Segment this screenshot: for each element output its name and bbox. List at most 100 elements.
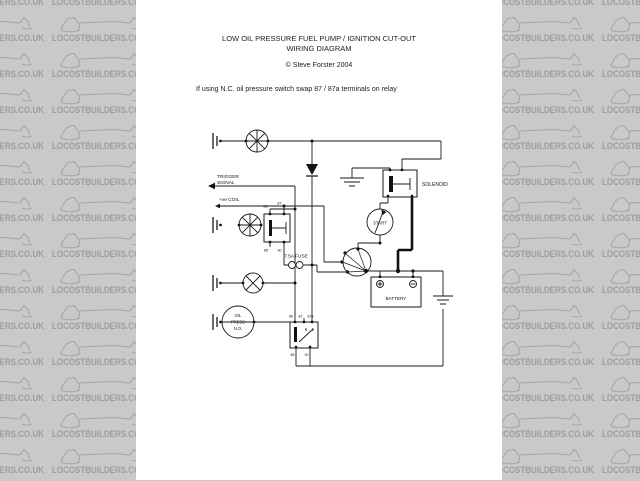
digger-icon (500, 52, 583, 69)
digger-icon (0, 232, 33, 246)
digger-icon (610, 16, 640, 33)
watermark-text: LOCOSTBUILDERS.CO.UK (492, 213, 594, 224)
watermark-tile: LOCOSTBUILDERS.CO.UK (0, 375, 52, 409)
ignition-switch (340, 247, 372, 277)
watermark-text: LOCOSTBUILDERS.CO.UK (52, 69, 154, 80)
watermark-tile: LOCOSTBUILDERS.CO.UK (0, 267, 52, 301)
trigger-label-line1: TRIGGER (217, 174, 239, 180)
solenoid-label: SOLENOID (422, 182, 448, 188)
digger-icon (0, 340, 33, 354)
watermark-tile: LOCOSTBUILDERS.CO.UK (492, 411, 602, 445)
watermark-tile: LOCOSTBUILDERS.CO.UK (602, 267, 640, 301)
coil-arrow-icon (215, 203, 220, 209)
oil-switch-label-3: N.O. (234, 326, 243, 331)
digger-icon (610, 412, 640, 429)
watermark-text: LOCOSTBUILDERS.CO.UK (602, 33, 640, 44)
digger-icon (500, 232, 583, 249)
relay1-terminal-87: 87 (277, 202, 281, 206)
digger-icon (500, 340, 583, 357)
schematic-svg: 86 87 85 30 7.5A FUSE OIL PRESS N.O. (208, 129, 453, 367)
watermark-tile: LOCOSTBUILDERS.CO.UK (0, 411, 52, 445)
digger-icon (0, 16, 33, 30)
diagram-title-line2: WIRING DIAGRAM (286, 44, 352, 53)
watermark-text: LOCOSTBUILDERS.CO.UK (0, 285, 44, 296)
oil-pressure-switch: OIL PRESS N.O. (221, 305, 255, 339)
watermark-text: LOCOSTBUILDERS.CO.UK (52, 357, 154, 368)
battery-cable (396, 197, 414, 271)
solenoid: SOLENOID (382, 168, 448, 198)
watermark-tile: LOCOSTBUILDERS.CO.UK (492, 231, 602, 265)
watermark-text: LOCOSTBUILDERS.CO.UK (0, 393, 44, 404)
watermark-text: LOCOSTBUILDERS.CO.UK (0, 321, 44, 332)
wiring-diagram-image: LOW OIL PRESSURE FUEL PUMP / IGNITION CU… (136, 0, 502, 480)
watermark-text: LOCOSTBUILDERS.CO.UK (492, 177, 594, 188)
watermark-text: LOCOSTBUILDERS.CO.UK (52, 393, 154, 404)
watermark-tile: LOCOSTBUILDERS.CO.UK (602, 51, 640, 85)
digger-icon (500, 412, 583, 429)
watermark-text: LOCOSTBUILDERS.CO.UK (492, 429, 594, 440)
wires (215, 140, 444, 367)
watermark-text: LOCOSTBUILDERS.CO.UK (0, 105, 44, 116)
oil-switch-label-2: PRESS (231, 320, 245, 325)
watermark-text: LOCOSTBUILDERS.CO.UK (492, 321, 594, 332)
watermark-tile: LOCOSTBUILDERS.CO.UK (492, 375, 602, 409)
watermark-tile: LOCOSTBUILDERS.CO.UK (0, 87, 52, 121)
digger-icon (500, 16, 583, 33)
pump-motor-middle (238, 213, 262, 237)
watermark-tile: LOCOSTBUILDERS.CO.UK (0, 51, 52, 85)
watermark-tile: LOCOSTBUILDERS.CO.UK (602, 159, 640, 193)
watermark-text: LOCOSTBUILDERS.CO.UK (492, 69, 594, 80)
watermark-tile: LOCOSTBUILDERS.CO.UK (602, 195, 640, 229)
digger-icon (610, 232, 640, 249)
starter-label: START (373, 221, 387, 226)
digger-icon (500, 124, 583, 141)
watermark-text: LOCOSTBUILDERS.CO.UK (52, 177, 154, 188)
watermark-tile: LOCOSTBUILDERS.CO.UK (492, 0, 602, 13)
trigger-arrow-icon (208, 182, 215, 190)
watermark-tile: LOCOSTBUILDERS.CO.UK (492, 195, 602, 229)
digger-icon (0, 376, 33, 390)
watermark-tile: LOCOSTBUILDERS.CO.UK (602, 339, 640, 373)
watermark-text: LOCOSTBUILDERS.CO.UK (52, 33, 154, 44)
digger-icon (610, 88, 640, 105)
watermark-text: LOCOSTBUILDERS.CO.UK (602, 429, 640, 440)
watermark-tile: LOCOSTBUILDERS.CO.UK (492, 51, 602, 85)
digger-icon (610, 196, 640, 213)
relay-1: 86 87 85 30 (263, 202, 291, 253)
digger-icon (0, 304, 33, 318)
watermark-text: LOCOSTBUILDERS.CO.UK (492, 141, 594, 152)
watermark-text: LOCOSTBUILDERS.CO.UK (52, 249, 154, 260)
digger-icon (610, 52, 640, 69)
digger-icon (500, 160, 583, 177)
watermark-tile: LOCOSTBUILDERS.CO.UK (492, 15, 602, 49)
watermark-text: LOCOSTBUILDERS.CO.UK (0, 33, 44, 44)
relay2-terminal-30: 30 (305, 353, 309, 357)
watermark-tile: LOCOSTBUILDERS.CO.UK (602, 123, 640, 157)
watermark-tile: LOCOSTBUILDERS.CO.UK (492, 267, 602, 301)
watermark-tile: LOCOSTBUILDERS.CO.UK (492, 159, 602, 193)
watermark-text: LOCOSTBUILDERS.CO.UK (492, 285, 594, 296)
digger-icon (610, 448, 640, 465)
watermark-text: LOCOSTBUILDERS.CO.UK (602, 141, 640, 152)
coil-label: +ve COIL (219, 197, 240, 203)
earth-symbol-battery (433, 295, 453, 305)
watermark-text: LOCOSTBUILDERS.CO.UK (602, 393, 640, 404)
watermark-tile: LOCOSTBUILDERS.CO.UK (602, 0, 640, 13)
ground-symbols-left (212, 133, 222, 330)
watermark-text: LOCOSTBUILDERS.CO.UK (0, 213, 44, 224)
battery-label: BATTERY (386, 296, 407, 301)
watermark-text: LOCOSTBUILDERS.CO.UK (492, 465, 594, 476)
watermark-text: LOCOSTBUILDERS.CO.UK (602, 105, 640, 116)
watermark-tile: LOCOSTBUILDERS.CO.UK (492, 123, 602, 157)
relay2-terminal-87: 87 (299, 315, 303, 319)
relay-2: 86 87 87a 85 30 (289, 315, 319, 357)
watermark-text: LOCOSTBUILDERS.CO.UK (52, 105, 154, 116)
watermark-text: LOCOSTBUILDERS.CO.UK (0, 429, 44, 440)
digger-icon (0, 52, 33, 66)
relay2-terminal-86: 86 (289, 315, 293, 319)
watermark-text: LOCOSTBUILDERS.CO.UK (492, 393, 594, 404)
watermark-text: LOCOSTBUILDERS.CO.UK (602, 357, 640, 368)
watermark-tile: LOCOSTBUILDERS.CO.UK (0, 0, 52, 13)
fuse-label: 7.5A FUSE (284, 254, 308, 260)
watermark-text: LOCOSTBUILDERS.CO.UK (52, 285, 154, 296)
